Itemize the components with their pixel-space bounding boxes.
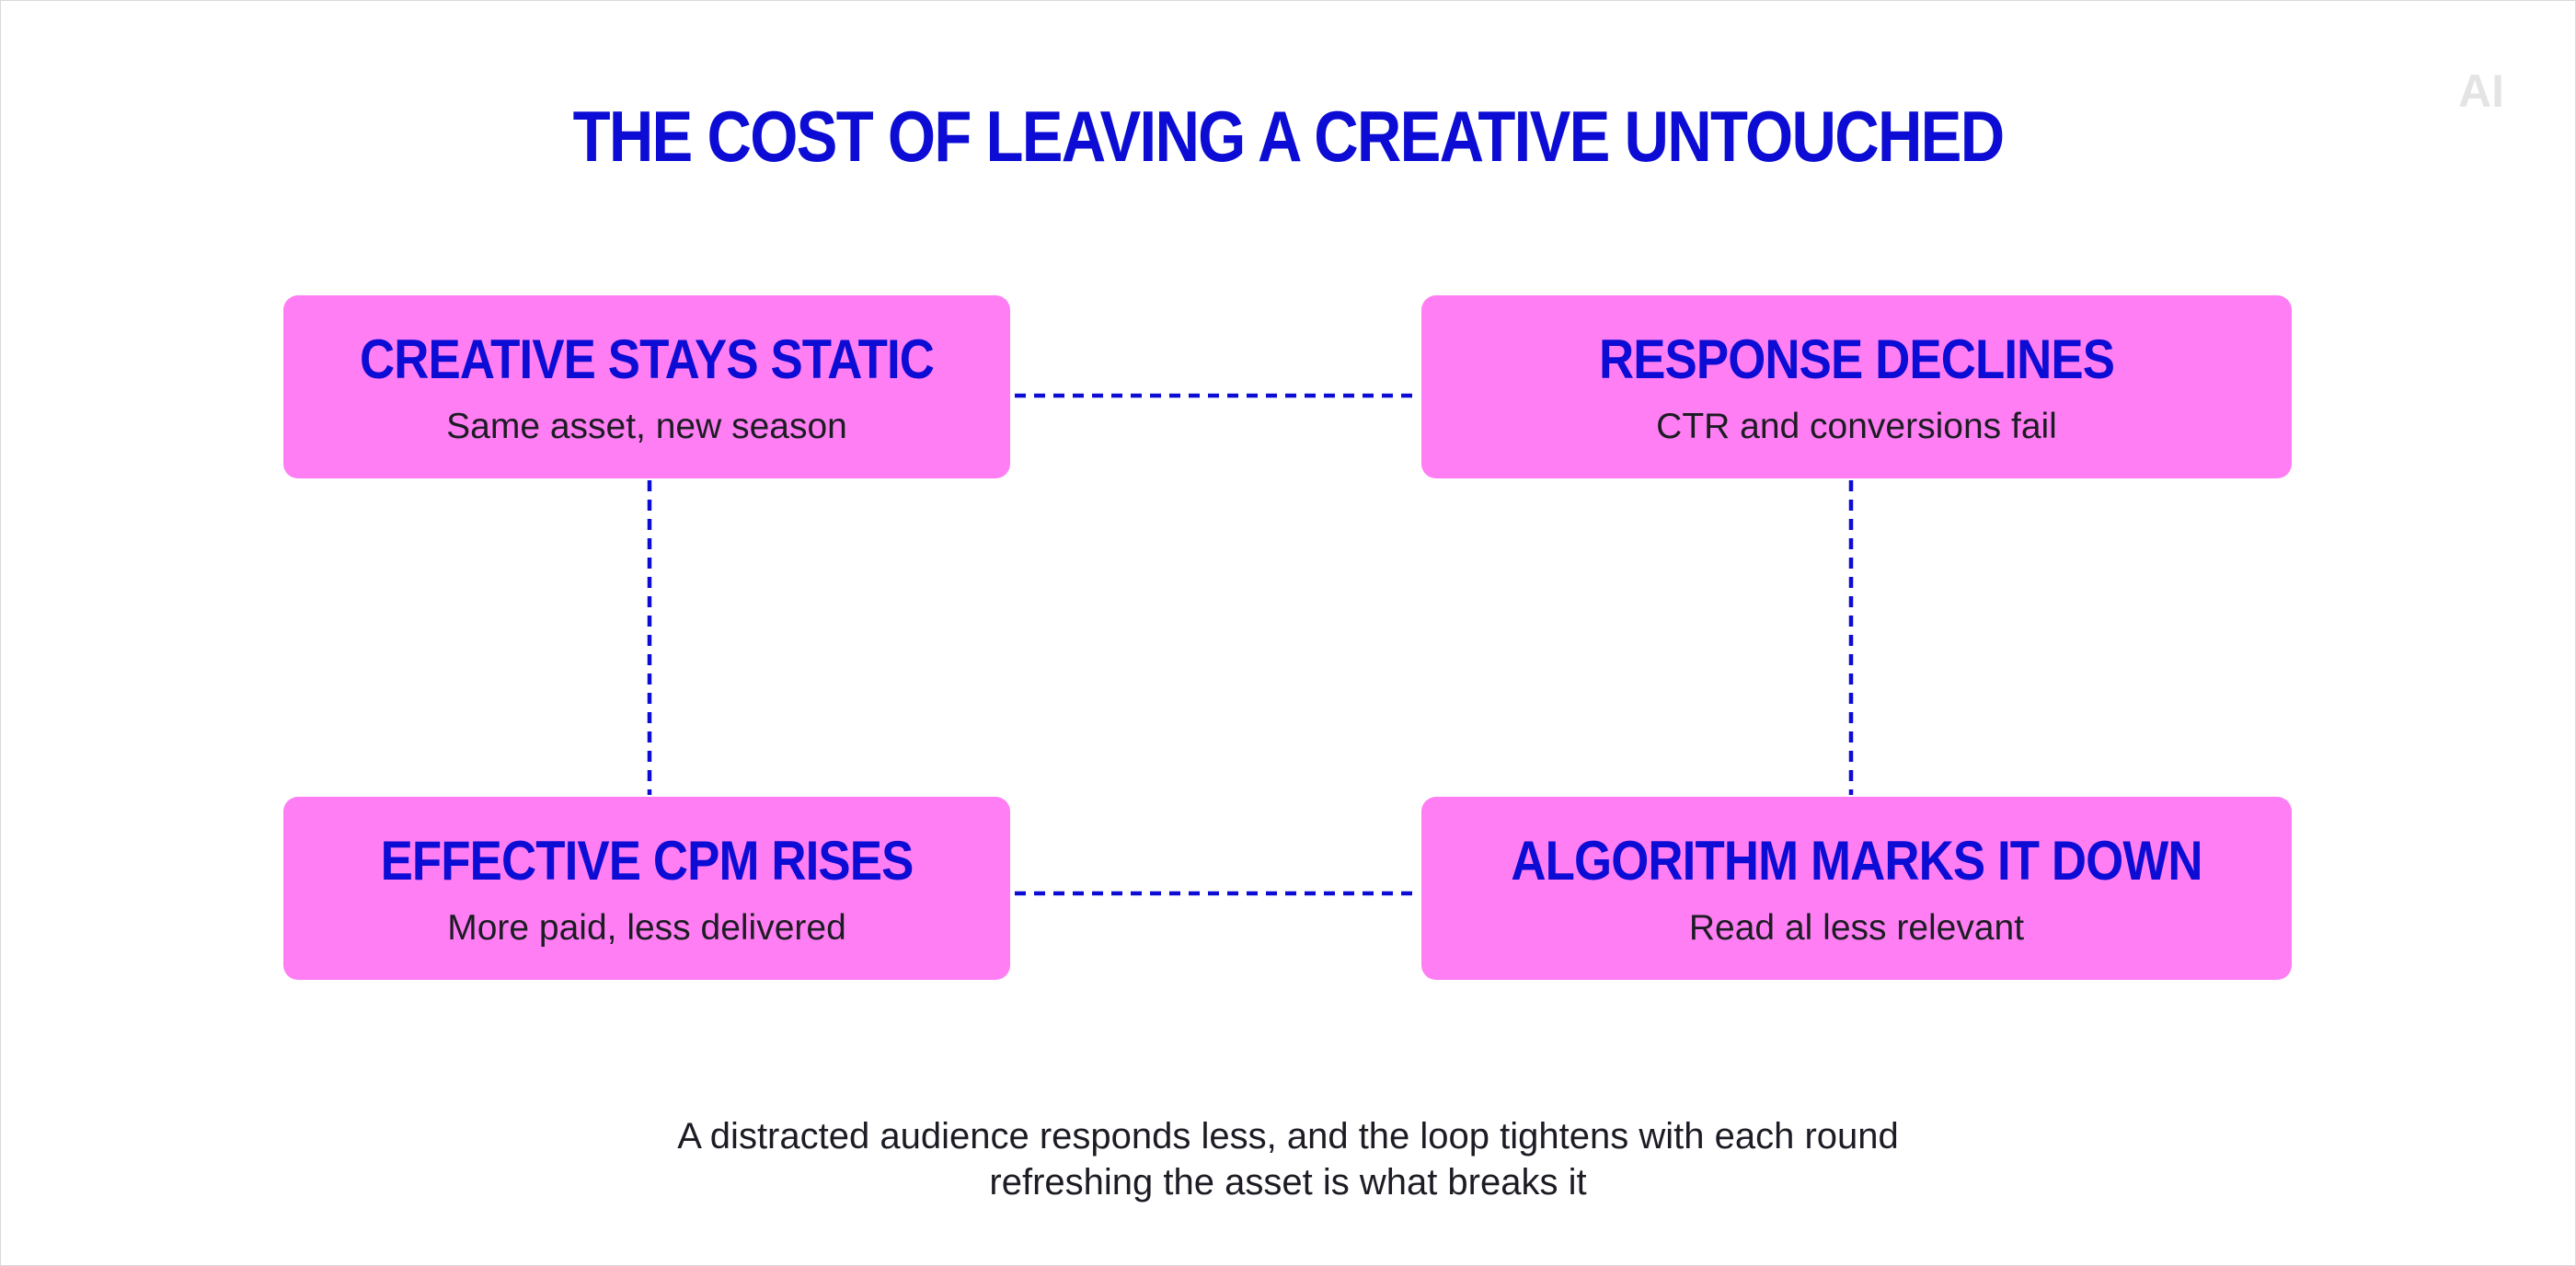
caption-line-2: refreshing the asset is what breaks it	[989, 1162, 1587, 1203]
node-subtitle: Same asset, new season	[446, 407, 847, 446]
page-title: THE COST OF LEAVING A CREATIVE UNTOUCHED	[572, 96, 2006, 177]
node-title: EFFECTIVE CPM RISES	[380, 830, 914, 892]
caption-line-1: A distracted audience responds less, and…	[677, 1116, 1899, 1157]
node-algorithm-marks-it-down: ALGORITHM MARKS IT DOWN Read al less rel…	[1421, 797, 2292, 980]
ai-logo-text: AI	[2458, 70, 2504, 112]
node-subtitle: Read al less relevant	[1688, 908, 2025, 948]
ai-logo: AI	[2458, 70, 2504, 112]
node-title: ALGORITHM MARKS IT DOWN	[1511, 830, 2202, 892]
node-response-declines: RESPONSE DECLINES CTR and conversions fa…	[1421, 295, 2292, 478]
node-title: RESPONSE DECLINES	[1598, 328, 2115, 390]
node-subtitle: More paid, less delivered	[447, 908, 846, 948]
caption: A distracted audience responds less, and…	[0, 1113, 2576, 1205]
node-subtitle: CTR and conversions fail	[1656, 407, 2057, 446]
node-effective-cpm-rises: EFFECTIVE CPM RISES More paid, less deli…	[283, 797, 1010, 980]
node-title: CREATIVE STAYS STATIC	[359, 328, 935, 390]
node-creative-stays-static: CREATIVE STAYS STATIC Same asset, new se…	[283, 295, 1010, 478]
